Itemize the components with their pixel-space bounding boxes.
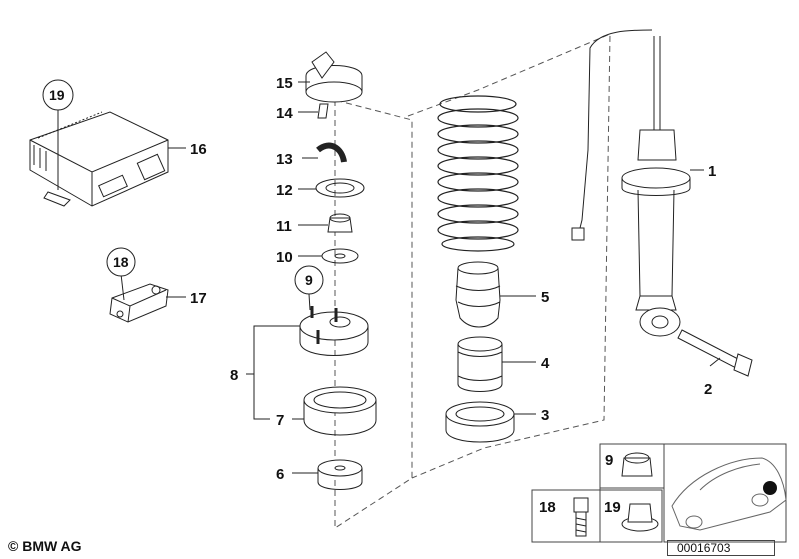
bump-stop-drawing [455,261,501,328]
callout-15: 15 [276,75,293,92]
callout-11: 11 [276,218,292,235]
callout-5: 5 [541,289,549,306]
callout-6: 6 [276,466,284,483]
control-unit-drawing [29,111,169,207]
assembly-dashed-outline [334,33,611,529]
small-clip-drawing [317,103,329,119]
nut-drawing [327,213,353,233]
callout-7: 7 [276,412,284,429]
top-cap-drawing [305,51,363,103]
inset-callout-19: 19 [604,499,621,516]
callout-13: 13 [276,151,293,168]
inset-callout-9: 9 [605,452,613,469]
protective-tube-drawing [457,336,503,392]
callout-10: 10 [276,249,293,266]
shock-absorber-drawing [571,29,691,337]
hose-bend-drawing [316,142,347,163]
support-bearing-drawing [299,306,369,356]
callout-12: 12 [276,182,293,199]
spring-pad-drawing [445,401,515,443]
callout-17: 17 [190,290,207,307]
inset-flange-nut-drawing [621,503,659,532]
callout-9: 9 [305,272,313,288]
washer-drawing [321,248,359,264]
callout-1: 1 [708,163,716,180]
inset-nut-drawing [621,452,653,477]
location-dot-icon [763,481,777,495]
support-ring-drawing [303,386,377,436]
callout-8: 8 [230,367,238,384]
protection-cap-drawing [317,459,363,490]
drawing-id: 00016703 [667,540,775,556]
sensor-drawing [109,283,169,323]
callout-18: 18 [113,254,129,270]
callout-19: 19 [49,87,65,103]
callout-14: 14 [276,105,293,122]
stop-ring-drawing [315,178,365,198]
leader-lines [57,81,721,474]
coil-spring-drawing [437,95,519,252]
callout-16: 16 [190,141,207,158]
copyright-text: © BMW AG [8,538,82,554]
callout-2: 2 [704,381,712,398]
callout-4: 4 [541,355,550,372]
inset-screw-drawing [573,497,589,537]
bolt-drawing [677,329,753,377]
car-silhouette-drawing [671,457,787,531]
callout-circle-19 [42,79,74,111]
callout-3: 3 [541,407,549,424]
callout-circle-18 [106,247,136,277]
inset-callout-18: 18 [539,499,556,516]
callout-circle-9 [294,265,324,295]
